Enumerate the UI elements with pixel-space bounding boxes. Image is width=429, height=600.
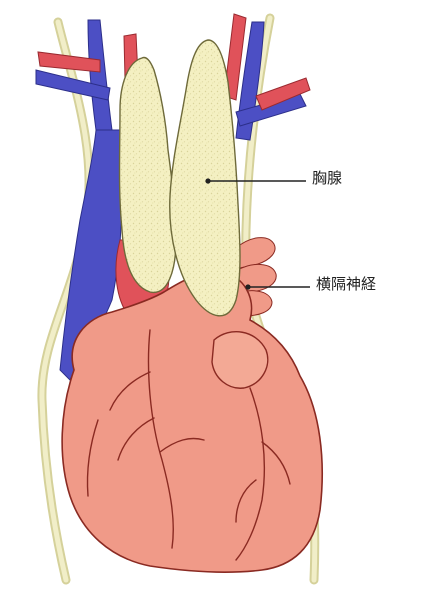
vein-right-brachiocephalic [236,22,306,140]
heart [62,272,322,572]
thymus-leader-dot [205,178,210,183]
phrenic-nerve-label: 横隔神経 [316,277,376,292]
thymus-label: 胸腺 [312,171,342,186]
phrenic-leader-dot [245,284,250,289]
thymus-gland [120,40,241,316]
